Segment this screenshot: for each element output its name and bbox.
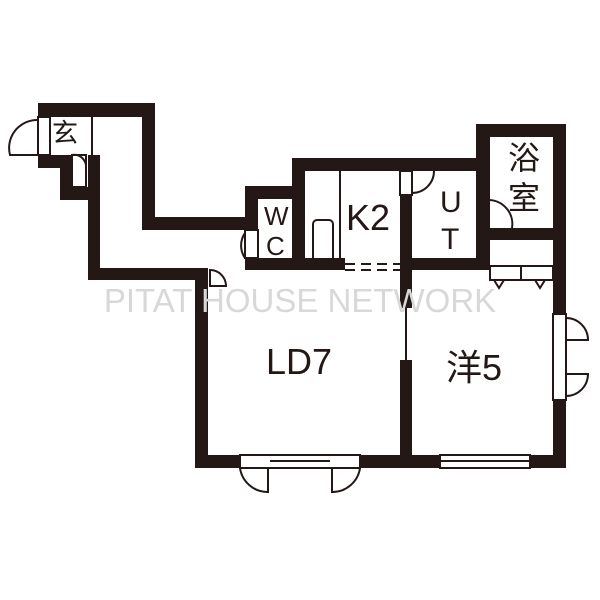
doors-and-windows	[8, 116, 590, 494]
room-label-utility-t: T	[441, 223, 460, 256]
room-label-kitchen: K2	[346, 197, 391, 238]
ld-door[interactable]	[209, 268, 228, 287]
room-label-utility-u: U	[440, 186, 462, 219]
room-label-living: LD7	[266, 341, 333, 382]
room-label-bath-1: 浴	[508, 140, 541, 176]
room-label-western: 洋5	[446, 347, 503, 388]
room-label-entrance: 玄	[52, 118, 79, 148]
room-label-wc-w: W	[264, 201, 289, 231]
room-label-wc-c: C	[266, 231, 285, 261]
entry-door[interactable]	[8, 118, 39, 156]
watermark: PITAT HOUSE NETWORK	[103, 282, 497, 319]
room-label-bath-2: 室	[508, 180, 541, 216]
walls	[38, 103, 566, 468]
sink-icon	[312, 219, 334, 263]
